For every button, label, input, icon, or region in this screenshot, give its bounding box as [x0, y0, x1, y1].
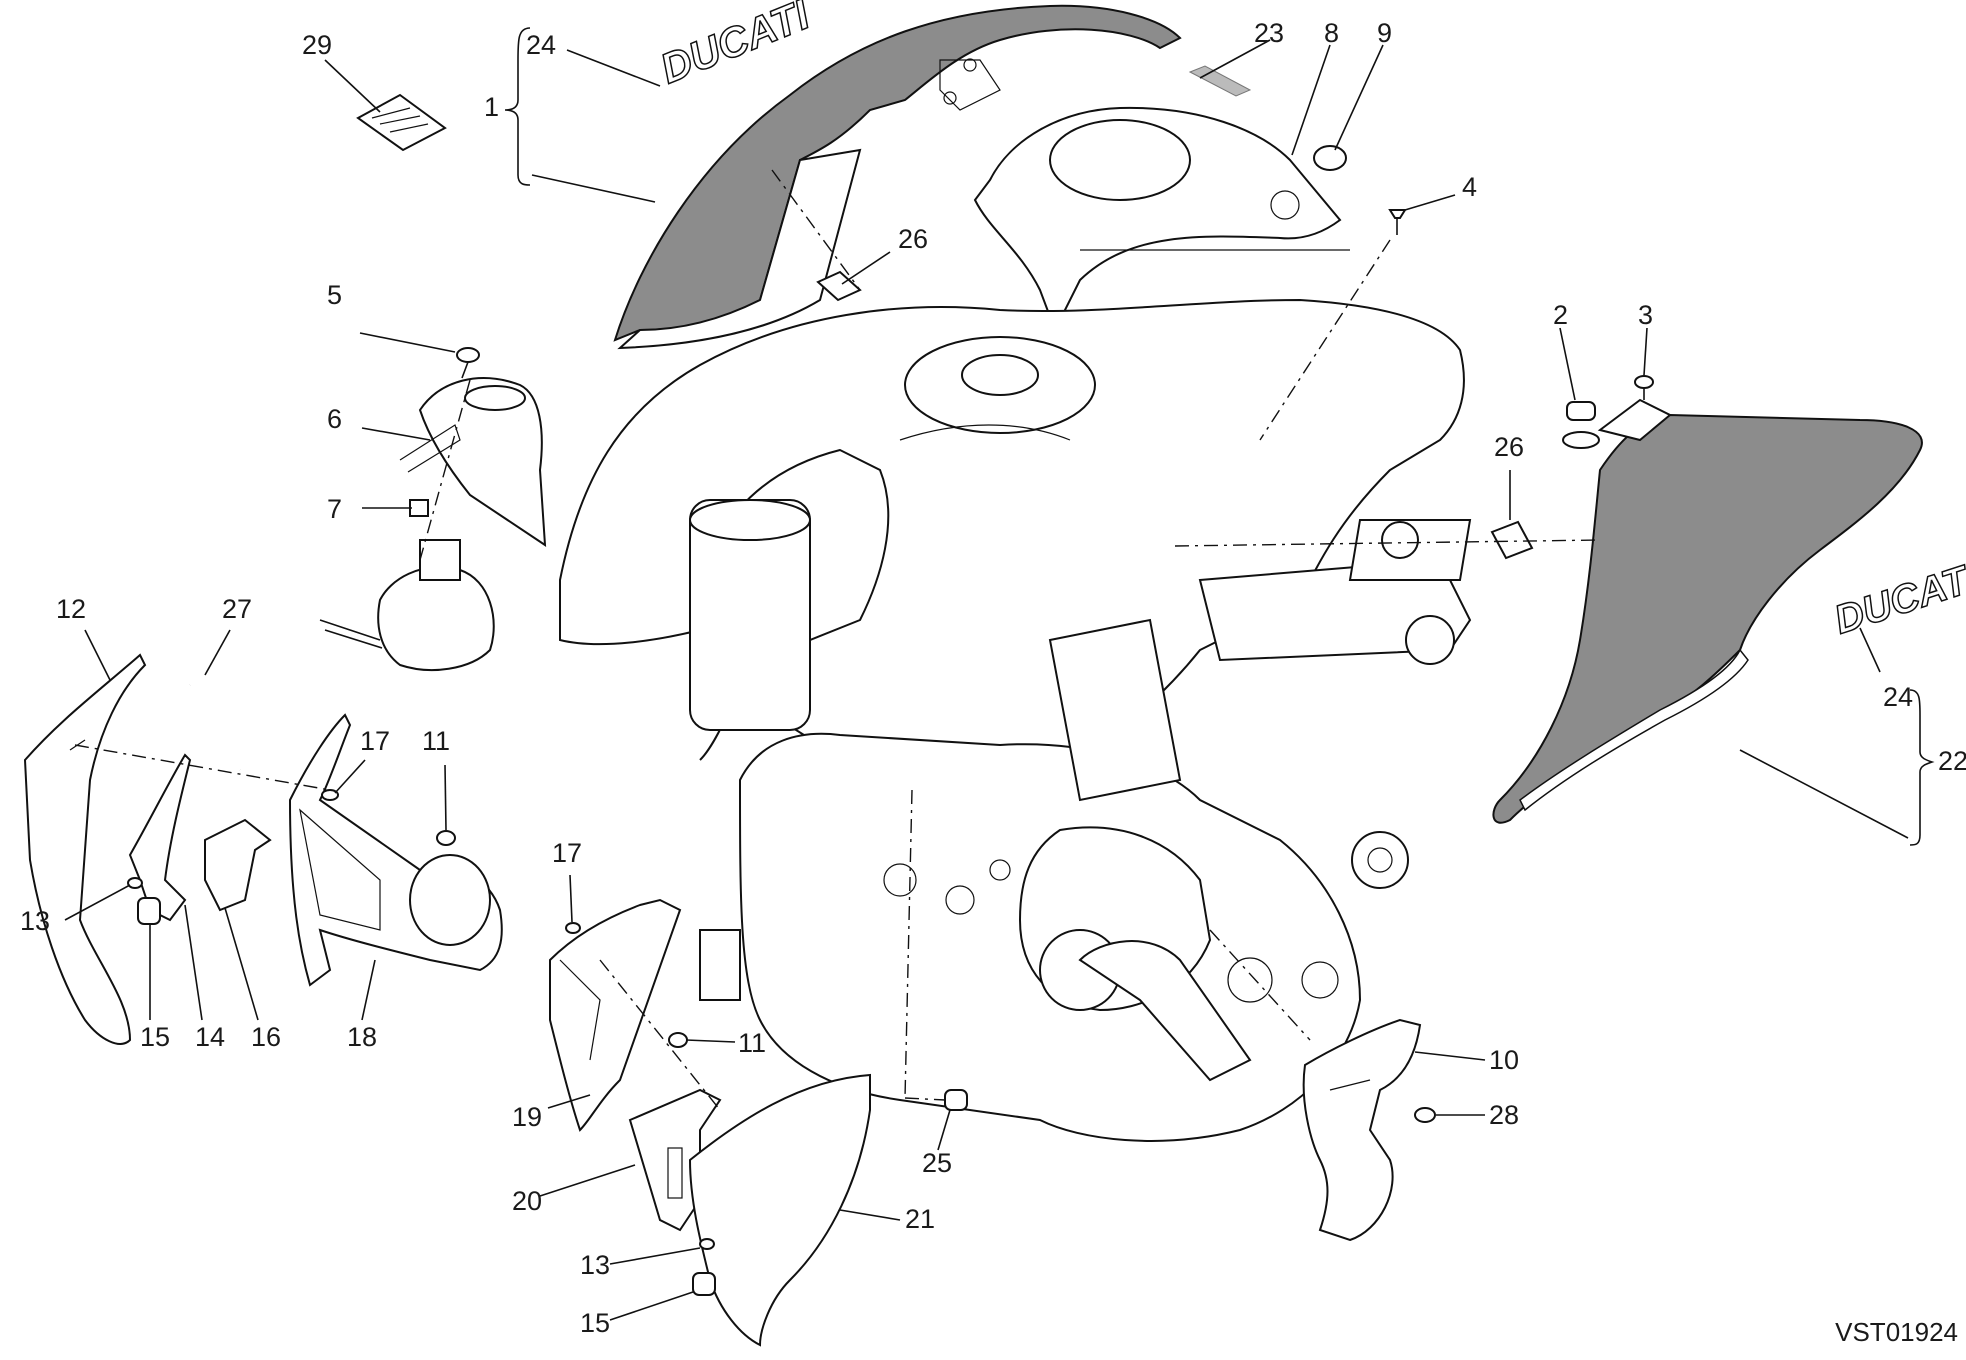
callout-12: 12	[56, 594, 87, 624]
callout-26-right: 26	[1494, 432, 1525, 462]
tank-cover	[973, 106, 1350, 333]
callout-2: 2	[1553, 300, 1569, 330]
air-duct-18	[288, 713, 503, 987]
side-fairing-12	[23, 653, 147, 1045]
callout-17: 17	[360, 726, 391, 756]
callout-13: 13	[20, 906, 51, 936]
bush-15b	[692, 1272, 716, 1296]
warning-label-sticker	[356, 93, 447, 152]
callout-3: 3	[1638, 300, 1654, 330]
screw-13a	[127, 877, 143, 889]
callout-20: 20	[512, 1186, 543, 1216]
callout-8: 8	[1324, 18, 1340, 48]
callout-10: 10	[1489, 1045, 1520, 1075]
drawing-code: VST01924	[1835, 1317, 1958, 1347]
callout-5: 5	[327, 280, 343, 310]
belly-panel-19	[549, 898, 682, 1132]
belly-panel-21	[688, 1073, 871, 1347]
callout-23: 23	[1254, 18, 1285, 48]
callout-25: 25	[922, 1148, 953, 1178]
callout-17-lower: 17	[552, 838, 583, 868]
bush-7	[409, 499, 429, 517]
callout-22: 22	[1938, 746, 1966, 776]
callout-14: 14	[195, 1022, 226, 1052]
bracket-16	[204, 818, 272, 912]
ignition-cover	[418, 377, 547, 547]
screw-28	[1414, 1107, 1436, 1123]
screw-4	[1388, 209, 1407, 235]
cap-25	[944, 1089, 968, 1111]
ignition-switch	[319, 539, 495, 671]
screw-11a	[436, 830, 456, 846]
callout-13-lower: 13	[580, 1250, 611, 1280]
rubber-cap	[1313, 145, 1347, 171]
callout-11-lower: 11	[738, 1028, 767, 1058]
spring-clip-6	[399, 424, 461, 473]
bracket-14	[128, 753, 192, 922]
adhesive-pad-right	[1490, 520, 1534, 560]
callout-27: 27	[222, 594, 253, 624]
callout-11: 11	[422, 726, 451, 756]
screw-13b	[699, 1238, 715, 1250]
callout-18: 18	[347, 1022, 378, 1052]
leader-lines	[64, 27, 1935, 1321]
callout-1: 1	[484, 92, 500, 122]
callout-24-right: 24	[1883, 682, 1914, 712]
callout-26: 26	[898, 224, 929, 254]
screw-11b	[668, 1032, 688, 1048]
rubber-grommet-2	[1562, 401, 1600, 449]
screw-17b	[565, 922, 581, 934]
assembly-lines	[74, 169, 1601, 1111]
callout-4: 4	[1462, 172, 1478, 202]
callout-15: 15	[140, 1022, 171, 1052]
hose-27	[189, 680, 243, 771]
callout-28: 28	[1489, 1100, 1520, 1130]
callout-21: 21	[905, 1204, 936, 1234]
bush-15a	[137, 897, 161, 925]
callout-16: 16	[251, 1022, 282, 1052]
screw-5	[456, 347, 480, 379]
callout-29: 29	[302, 30, 333, 60]
decal-ducati-right: DUCATI	[1829, 555, 1966, 643]
screw-17a	[321, 789, 339, 801]
callout-7: 7	[327, 494, 343, 524]
callout-19: 19	[512, 1102, 543, 1132]
callout-9: 9	[1377, 18, 1393, 48]
callout-15-lower: 15	[580, 1308, 611, 1338]
decal-ducati-left: DUCATI	[654, 0, 817, 92]
reflector-strip	[1188, 65, 1252, 97]
frame-and-engine	[689, 499, 1472, 1142]
callout-6: 6	[327, 404, 343, 434]
callout-24: 24	[526, 30, 557, 60]
chain-guard-10	[1302, 1018, 1422, 1242]
right-side-panel: DUCATI	[1492, 398, 1966, 824]
screw-3	[1634, 375, 1654, 400]
